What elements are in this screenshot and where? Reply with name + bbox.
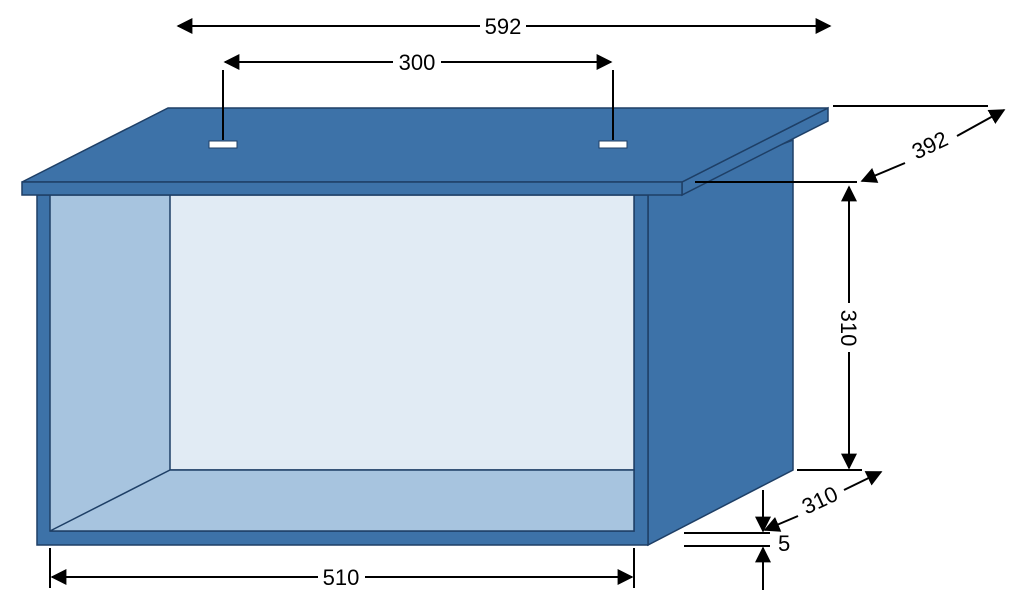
box-bottom-panel xyxy=(49,469,635,532)
dimension-base-width: 510 xyxy=(49,548,635,590)
box-right-side xyxy=(647,138,794,547)
dimension-label-base-width: 510 xyxy=(323,565,360,590)
dimension-label-top-depth: 392 xyxy=(908,126,952,164)
box-back-wall xyxy=(169,194,635,471)
dimension-label-top-width: 592 xyxy=(485,14,522,39)
lid-slot-right xyxy=(598,140,628,149)
dimension-thickness: 5 xyxy=(684,490,790,590)
dimension-label-depth: 310 xyxy=(798,481,842,519)
lid-slot-left xyxy=(208,140,238,149)
dimension-height: 310 xyxy=(797,185,862,471)
dimension-label-height: 310 xyxy=(836,310,861,347)
dimension-label-thickness: 5 xyxy=(778,531,790,556)
dimension-label-slot-spacing: 300 xyxy=(399,50,436,75)
dimension-slot-spacing: 300 xyxy=(222,50,614,140)
box xyxy=(21,106,829,547)
dimension-top-width: 592 xyxy=(176,14,832,39)
lid-front-edge xyxy=(21,181,683,196)
dimension-depth: 310 xyxy=(763,471,883,532)
